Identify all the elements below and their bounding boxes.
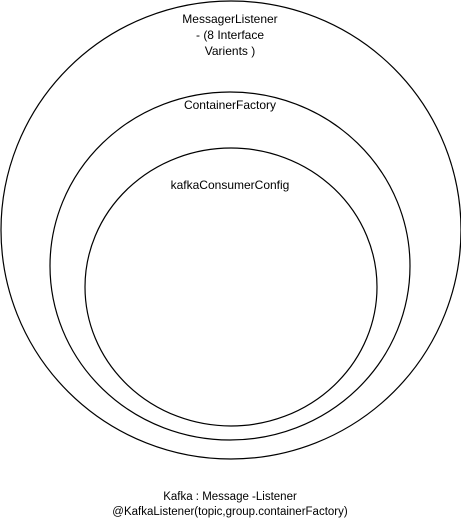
inner-circle-kafka-consumer-config: [84, 147, 378, 427]
caption-line-1: Kafka : Message -Listener: [163, 491, 297, 503]
outer-label-line-1: MessagerListener: [182, 12, 278, 26]
middle-circle-label: ContainerFactory: [183, 98, 277, 112]
diagram-caption: Kafka : Message -Listener @KafkaListener…: [30, 490, 430, 520]
caption-line-2: @KafkaListener(topic,group.containerFact…: [112, 506, 348, 518]
outer-label-line-3: Varients ): [204, 44, 256, 58]
outer-circle-label: MessagerListener - (8 Interface Varients…: [130, 11, 330, 59]
inner-circle-label: kafkaConsumerConfig: [170, 178, 290, 192]
outer-label-line-2: - (8 Interface: [195, 28, 265, 42]
